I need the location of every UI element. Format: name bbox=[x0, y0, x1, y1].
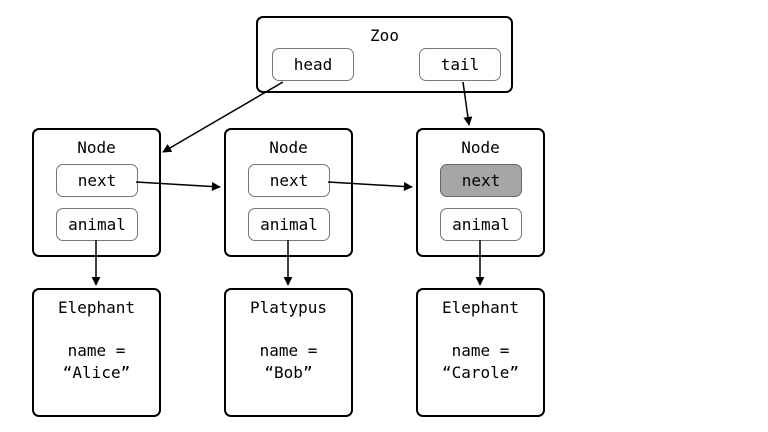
animal-2-box: Platypus name = “Bob” bbox=[224, 288, 353, 417]
animal-3-box: Elephant name = “Carole” bbox=[416, 288, 545, 417]
zoo-tail-field: tail bbox=[419, 48, 501, 81]
animal-2-name-value: “Bob” bbox=[264, 363, 313, 382]
node-1-title: Node bbox=[77, 138, 116, 157]
node-1-animal-field: animal bbox=[56, 208, 138, 241]
tail-to-node-3-arrow bbox=[462, 81, 473, 126]
node-2-animal-field: animal bbox=[248, 208, 330, 241]
node-1-next-arrow bbox=[135, 181, 221, 192]
zoo-head-field: head bbox=[272, 48, 354, 81]
node-2-next-arrow bbox=[327, 181, 413, 192]
animal-3-type: Elephant bbox=[441, 298, 520, 317]
node-2-title: Node bbox=[269, 138, 308, 157]
zoo-box: Zoo head tail bbox=[256, 16, 513, 93]
animal-3-name-label: name = bbox=[451, 341, 510, 360]
animal-1-name-value: “Alice” bbox=[62, 363, 131, 382]
animal-1-name-label: name = bbox=[67, 341, 126, 360]
node-3-next-field-null: next bbox=[440, 164, 522, 197]
animal-2-name-label: name = bbox=[259, 341, 318, 360]
animal-1-type: Elephant bbox=[57, 298, 136, 317]
animal-3-name-value: “Carole” bbox=[441, 363, 520, 382]
node-3-animal-field: animal bbox=[440, 208, 522, 241]
node-3-title: Node bbox=[461, 138, 500, 157]
head-to-node-1-arrow bbox=[162, 81, 284, 153]
animal-2-type: Platypus bbox=[249, 298, 328, 317]
zoo-title: Zoo bbox=[370, 26, 399, 45]
animal-1-box: Elephant name = “Alice” bbox=[32, 288, 161, 417]
node-1-next-field: next bbox=[56, 164, 138, 197]
node-2-box: Node next animal bbox=[224, 128, 353, 257]
node-2-next-field: next bbox=[248, 164, 330, 197]
node-3-box: Node next animal bbox=[416, 128, 545, 257]
